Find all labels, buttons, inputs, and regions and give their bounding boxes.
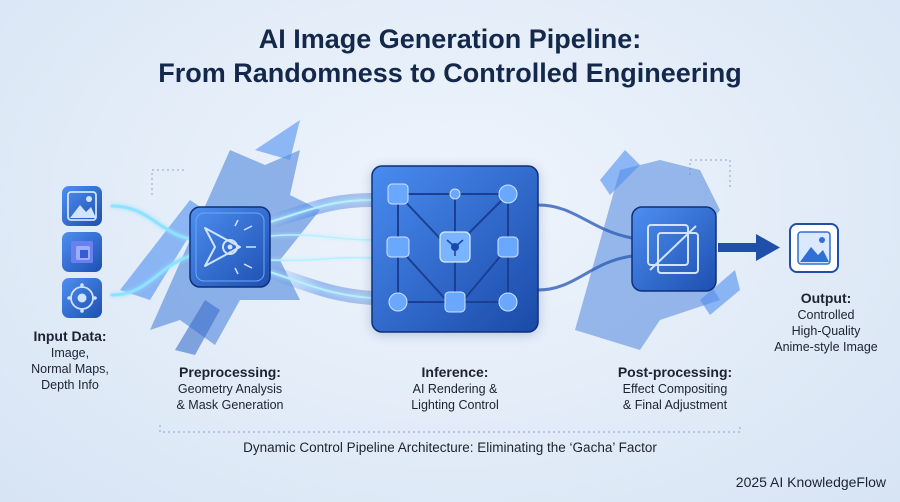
preprocessing-line-1: Geometry Analysis (177, 382, 283, 396)
depth-icon (62, 278, 102, 318)
postprocessing-heading: Post-processing: (617, 364, 733, 380)
inference-label: Inference: AI Rendering & Lighting Contr… (375, 363, 535, 413)
output-image-icon (789, 223, 839, 273)
input-heading: Input Data: (33, 328, 107, 344)
normal-map-icon (62, 232, 102, 272)
title-line-2: From Randomness to Controlled Engineerin… (158, 58, 742, 88)
postprocessing-line-1: Effect Compositing (622, 382, 728, 396)
output-line-1: Controlled (797, 308, 855, 322)
inference-heading: Inference: (421, 364, 489, 380)
pipeline-caption: Dynamic Control Pipeline Architecture: E… (243, 440, 657, 455)
inference-line-1: AI Rendering & (412, 382, 498, 396)
output-arrow (718, 234, 780, 261)
input-flows (110, 204, 197, 297)
neural-network-icon (371, 165, 539, 334)
output-heading: Output: (800, 290, 852, 306)
input-label: Input Data: Image, Normal Maps, Depth In… (10, 327, 130, 393)
postprocessing-label: Post-processing: Effect Compositing & Fi… (595, 363, 755, 413)
input-line-2: Normal Maps, (31, 362, 109, 376)
title-line-1: AI Image Generation Pipeline: (258, 24, 642, 54)
preprocessing-line-2: & Mask Generation (176, 398, 284, 412)
preprocessing-flows (262, 193, 380, 305)
preprocessing-heading: Preprocessing: (179, 364, 281, 380)
inference-flows (536, 203, 634, 292)
inference-line-2: Lighting Control (411, 398, 499, 412)
footer-credit: 2025 AI KnowledgeFlow (735, 474, 886, 490)
output-line-3: Anime-style Image (774, 340, 878, 354)
preprocessing-icon (189, 206, 271, 288)
input-line-3: Depth Info (41, 378, 99, 392)
preprocessing-label: Preprocessing: Geometry Analysis & Mask … (155, 363, 305, 413)
compositing-icon (631, 206, 717, 292)
output-label: Output: Controlled High-Quality Anime-st… (756, 289, 896, 355)
image-icon (62, 186, 102, 226)
output-line-2: High-Quality (791, 324, 861, 338)
page-title: AI Image Generation Pipeline: From Rando… (0, 22, 900, 90)
postprocessing-line-2: & Final Adjustment (622, 398, 728, 412)
input-line-1: Image, (50, 346, 90, 360)
dotted-guides (151, 159, 741, 433)
